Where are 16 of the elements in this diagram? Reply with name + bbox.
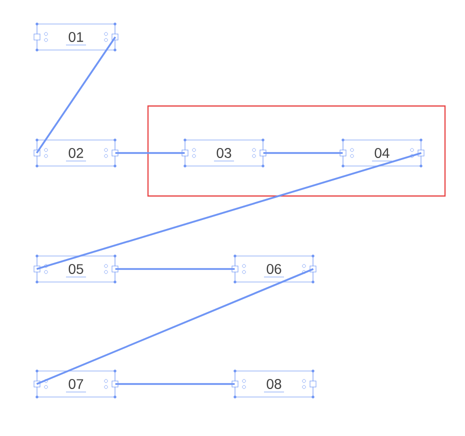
text-frame: 02 bbox=[34, 138, 118, 168]
text-frame: 08 bbox=[232, 370, 316, 398]
text-frame: 07 bbox=[34, 370, 118, 398]
text-frame: 06 bbox=[232, 254, 316, 284]
thread-line bbox=[36, 152, 422, 270]
thread-line bbox=[36, 36, 116, 154]
thread-line bbox=[115, 268, 235, 270]
frame-box bbox=[147, 105, 446, 197]
text-frame: 03 bbox=[182, 138, 266, 168]
text-frame: 01 bbox=[34, 22, 118, 52]
thread-line bbox=[115, 383, 235, 385]
thread-line bbox=[36, 268, 314, 385]
text-frame: 04 bbox=[340, 138, 424, 168]
thread-line bbox=[115, 152, 185, 154]
thread-line bbox=[263, 152, 343, 154]
text-frame: 05 bbox=[34, 254, 118, 284]
